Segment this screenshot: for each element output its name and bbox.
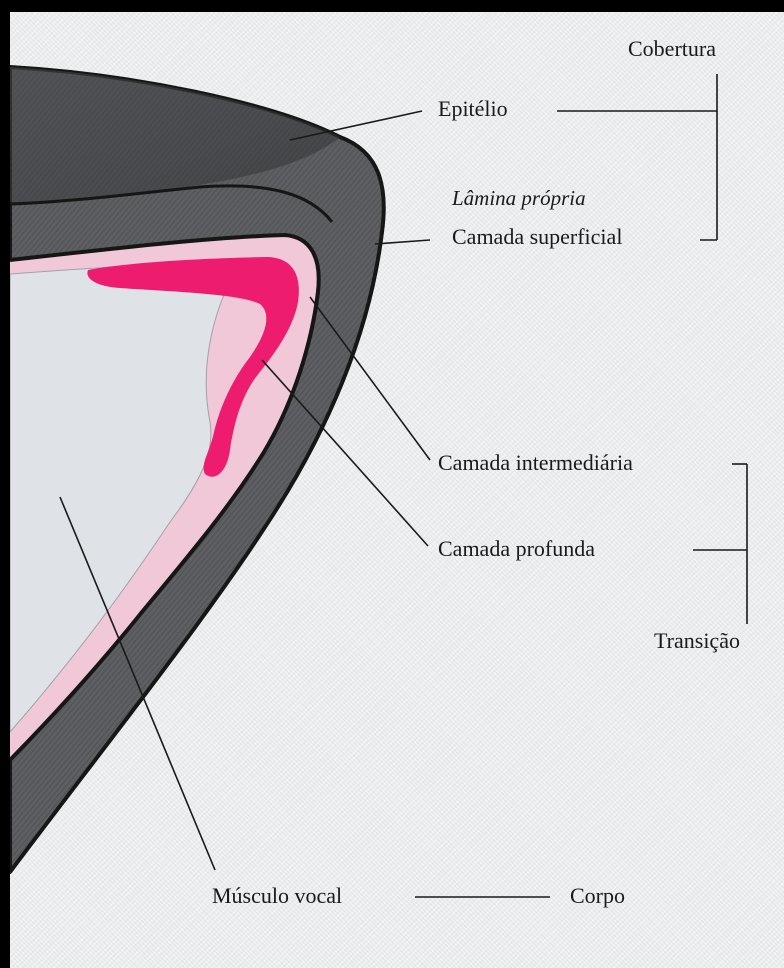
label-camada-superficial: Camada superficial — [452, 226, 622, 248]
label-transicao: Transição — [654, 630, 740, 652]
label-camada-profunda: Camada profunda — [438, 538, 595, 560]
leader-superficial — [375, 240, 430, 244]
label-corpo: Corpo — [570, 885, 625, 907]
label-epitelio: Epitélio — [438, 98, 508, 120]
vocal-fold-illustration — [10, 12, 784, 968]
label-musculo-vocal: Músculo vocal — [212, 885, 342, 907]
label-camada-intermediaria: Camada intermediária — [438, 452, 633, 474]
diagram-frame: Cobertura Epitélio Lâmina própria Camada… — [10, 12, 784, 968]
label-cobertura: Cobertura — [628, 38, 716, 60]
label-lamina-propria: Lâmina própria — [452, 188, 586, 209]
